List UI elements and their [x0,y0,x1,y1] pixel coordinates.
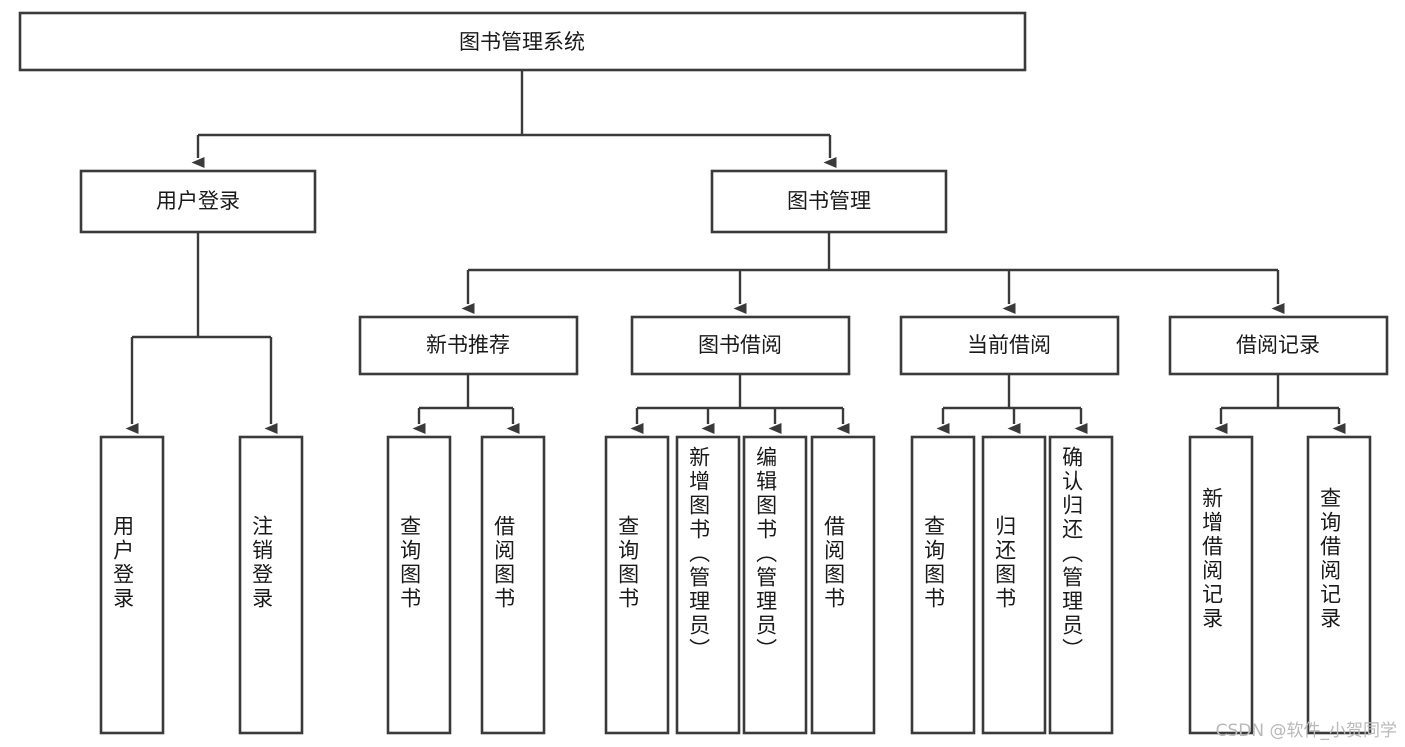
leaf-edit-book-box[interactable] [742,435,808,735]
leaf-query-record-box[interactable] [1306,435,1372,735]
node-user-login-label: 用户登录 [156,189,240,213]
leaf-user-logout-box[interactable] [238,435,304,735]
node-borrow-record-label: 借阅记录 [1236,333,1320,357]
node-root-box[interactable] [18,11,1027,72]
leaf-query-book-cur-box[interactable] [910,435,976,735]
node-book-manage-label: 图书管理 [787,189,871,213]
node-root-label: 图书管理系统 [459,30,585,54]
node-book-borrow-label: 图书借阅 [698,333,782,357]
node-new-book-rec-label: 新书推荐 [426,333,510,357]
leaf-borrow-book-box[interactable] [810,435,876,735]
node-current-borrow-label: 当前借阅 [967,333,1051,357]
node-current-borrow-box[interactable] [899,315,1120,376]
leaf-borrow-book-rec-box[interactable] [480,435,546,735]
leaf-query-book-rec-box[interactable] [386,435,452,735]
node-new-book-rec-box[interactable] [358,315,579,376]
leaf-user-login-box[interactable] [99,435,165,735]
leaf-add-book-box[interactable] [675,435,741,735]
leaf-query-book-borrow-box[interactable] [604,435,670,735]
leaf-add-record-box[interactable] [1188,435,1254,735]
leaf-confirm-return-box[interactable] [1048,435,1114,735]
leaf-return-book-box[interactable] [981,435,1047,735]
node-user-login-box[interactable] [79,169,317,234]
